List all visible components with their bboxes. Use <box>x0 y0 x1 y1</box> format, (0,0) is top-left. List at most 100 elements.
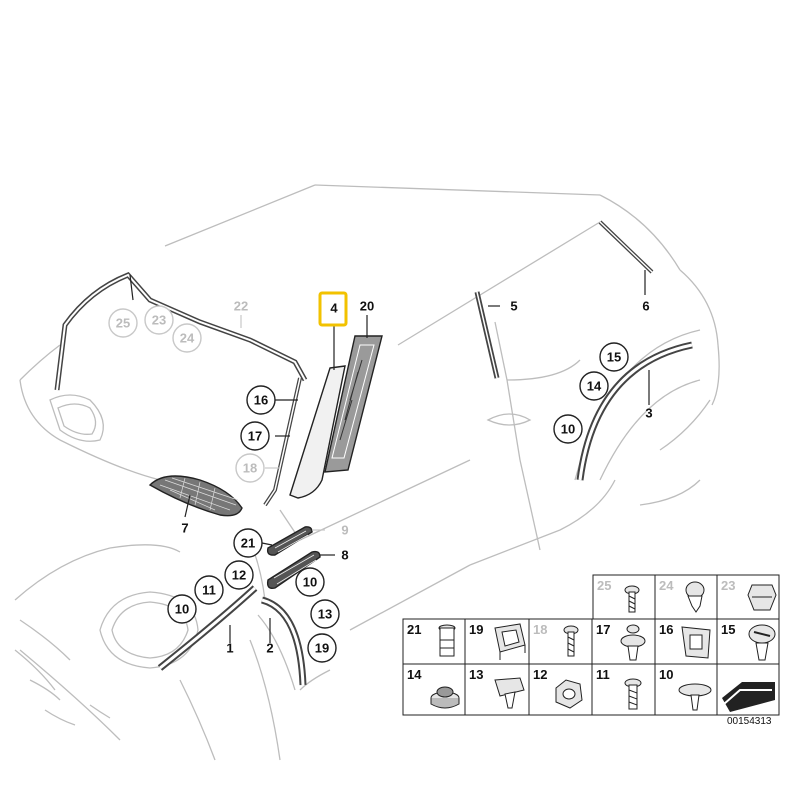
svg-text:16: 16 <box>254 393 268 408</box>
table-cell-24: 24 <box>654 574 718 620</box>
side-vent-upper <box>266 526 313 556</box>
clip-nut-icon <box>681 626 711 659</box>
svg-text:17: 17 <box>596 622 610 637</box>
svg-text:11: 11 <box>202 583 216 598</box>
svg-text:10: 10 <box>175 602 189 617</box>
hood-vent-grille <box>148 475 243 517</box>
svg-text:24: 24 <box>659 578 674 593</box>
a-pillar-cover-panel <box>289 365 346 499</box>
callout-13: 13 <box>310 599 340 629</box>
callout-12: 12 <box>224 560 254 590</box>
callout-14: 14 <box>579 371 609 401</box>
front-wheel-arch-trim-2 <box>260 596 307 686</box>
callout-10-front: 10 <box>167 594 197 624</box>
label-7: 7 <box>181 521 188 536</box>
leader-lines <box>184 270 650 643</box>
svg-text:24: 24 <box>180 331 195 346</box>
screw-icon <box>624 585 640 613</box>
label-4[interactable]: 4 <box>330 301 338 316</box>
svg-text:25: 25 <box>116 316 130 331</box>
callout-24: 24 <box>172 323 202 353</box>
table-cell-11: 11 <box>591 663 656 716</box>
label-6: 6 <box>642 299 649 314</box>
parts-table: 25 24 23 21 <box>402 574 780 716</box>
label-20: 20 <box>360 299 374 314</box>
plastic-rivet-icon <box>494 677 525 709</box>
grommet-clip-icon <box>620 624 646 661</box>
push-clip-icon <box>685 581 705 613</box>
label-3: 3 <box>645 406 652 421</box>
table-cell-23: 23 <box>716 574 780 620</box>
callout-17: 17 <box>240 421 270 451</box>
svg-text:23: 23 <box>152 313 166 328</box>
svg-text:11: 11 <box>596 667 610 682</box>
svg-text:14: 14 <box>407 667 422 682</box>
svg-text:12: 12 <box>232 568 246 583</box>
table-cell-13: 13 <box>464 663 530 716</box>
svg-text:10: 10 <box>659 667 673 682</box>
cap-nut-icon <box>555 679 583 709</box>
svg-text:19: 19 <box>315 641 329 656</box>
table-cell-14: 14 <box>402 663 466 716</box>
table-cell-symbol <box>716 663 780 716</box>
svg-text:18: 18 <box>533 622 547 637</box>
windshield-seal <box>54 272 308 391</box>
svg-text:10: 10 <box>303 575 317 590</box>
expansion-clip-icon <box>747 584 777 611</box>
callout-18: 18 <box>235 453 265 483</box>
svg-text:15: 15 <box>607 350 621 365</box>
table-cell-18: 18 <box>528 618 593 665</box>
rivet-clip-icon <box>748 624 776 661</box>
svg-text:21: 21 <box>407 622 421 637</box>
diagram-number: 00154313 <box>727 716 772 727</box>
table-cell-25: 25 <box>592 574 656 620</box>
label-9: 9 <box>341 523 348 538</box>
table-cell-17: 17 <box>591 618 656 665</box>
svg-text:15: 15 <box>721 622 735 637</box>
callout-19: 19 <box>307 633 337 663</box>
table-cell-12: 12 <box>528 663 593 716</box>
table-cell-16: 16 <box>654 618 718 665</box>
svg-text:13: 13 <box>469 667 483 682</box>
svg-text:19: 19 <box>469 622 483 637</box>
svg-text:25: 25 <box>597 578 611 593</box>
svg-text:14: 14 <box>587 379 602 394</box>
front-wheel-arch-trim-1 <box>157 585 258 671</box>
callout-16: 16 <box>246 385 276 415</box>
callout-25: 25 <box>108 308 138 338</box>
table-cell-10: 10 <box>654 663 718 716</box>
table-cell-15: 15 <box>716 618 780 665</box>
label-5: 5 <box>510 299 517 314</box>
callout-11: 11 <box>194 575 224 605</box>
label-8: 8 <box>341 548 348 563</box>
fir-tree-clip-icon <box>678 683 712 711</box>
svg-text:10: 10 <box>561 422 575 437</box>
callout-15: 15 <box>599 342 629 372</box>
screw-icon <box>563 625 579 657</box>
plastic-nut-icon <box>438 624 456 657</box>
grommet-icon <box>430 686 460 709</box>
svg-text:21: 21 <box>241 536 255 551</box>
label-1: 1 <box>226 641 233 656</box>
rear-wheel-arch-trim <box>576 341 693 481</box>
highlight-box-part-4 <box>318 291 348 327</box>
a-pillar-bracket <box>324 335 383 473</box>
a-pillar-trim-left <box>263 377 302 507</box>
callout-10-side: 10 <box>295 567 325 597</box>
diagram-symbol-icon <box>722 682 775 712</box>
svg-text:16: 16 <box>659 622 673 637</box>
callout-10-rear: 10 <box>553 414 583 444</box>
side-vent-lower <box>266 550 321 590</box>
label-2: 2 <box>266 641 273 656</box>
svg-text:23: 23 <box>721 578 735 593</box>
label-22: 22 <box>234 299 248 314</box>
bracket-clip-icon <box>494 623 526 660</box>
table-cell-21: 21 <box>402 618 466 665</box>
callout-23: 23 <box>144 305 174 335</box>
svg-text:13: 13 <box>318 607 332 622</box>
svg-text:18: 18 <box>243 461 257 476</box>
svg-text:12: 12 <box>533 667 547 682</box>
table-cell-19: 19 <box>464 618 530 665</box>
svg-text:17: 17 <box>248 429 262 444</box>
